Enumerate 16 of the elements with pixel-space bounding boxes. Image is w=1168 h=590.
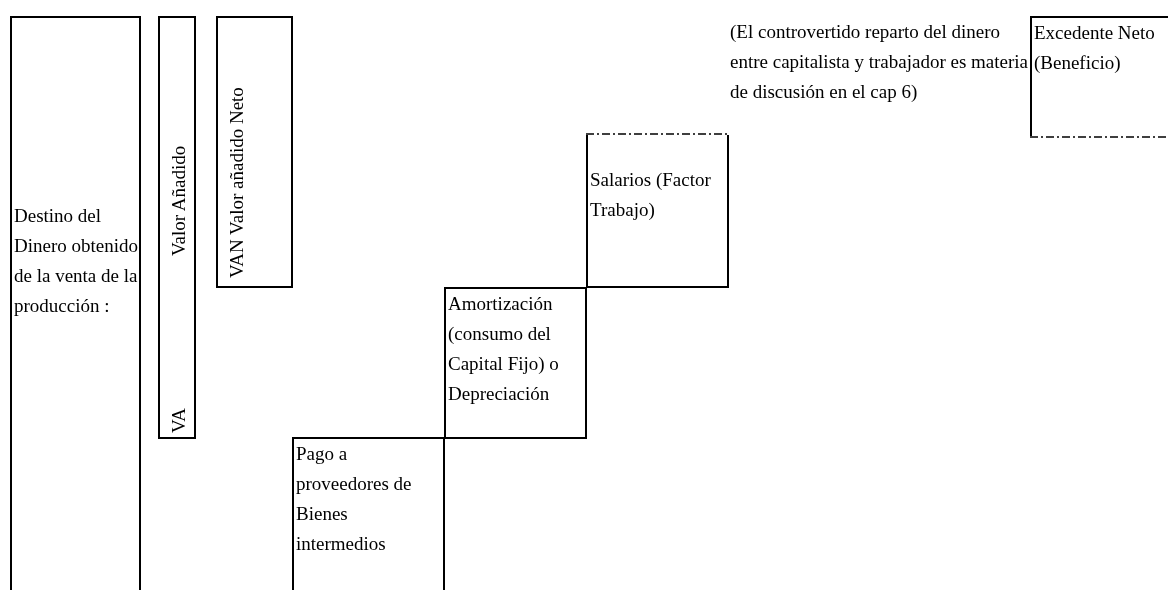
box-text: Destino del Dinero obtenido de la venta de la producción : [14, 204, 139, 318]
label-box [216, 16, 293, 288]
label-box [292, 437, 445, 590]
box-text: Salarios (Factor Trabajo) [590, 168, 712, 222]
box-text: Excedente Neto (Beneficio) [1034, 21, 1156, 75]
label-box [158, 16, 196, 439]
box-text: Pago a proveedores de Bienes intermedios [296, 442, 413, 556]
box-text: Amortización (consumo del Capital Fijo) o Depreciación [448, 292, 560, 406]
label-box [444, 287, 587, 439]
label-box [10, 16, 141, 590]
box-text: Valor Añadido [167, 144, 190, 256]
label-box [1030, 16, 1168, 136]
note-text: (El controvertido reparto del dinero entre capitalista y trabajador es materia de discusión en el cap 6) [730, 20, 1030, 104]
box-text: VAN Valor añadido Neto [225, 86, 248, 278]
box-text: VA [167, 407, 190, 433]
label-box [586, 135, 729, 288]
